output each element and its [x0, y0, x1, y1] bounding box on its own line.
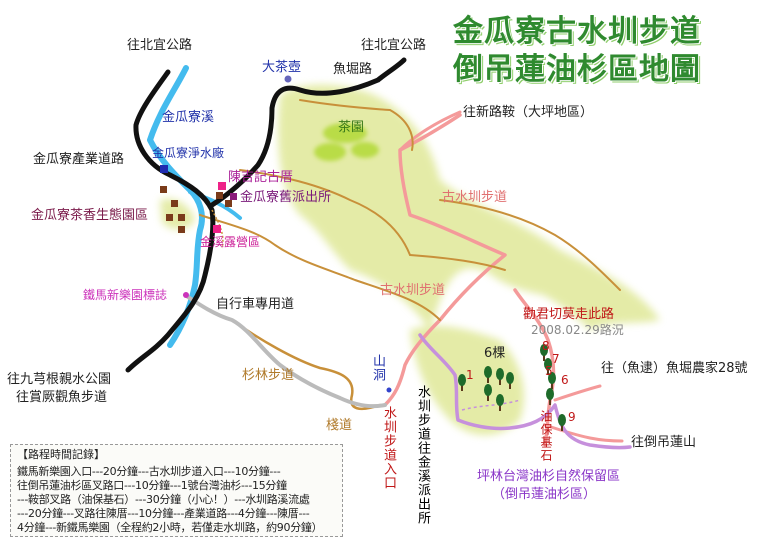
cedar-trail: [230, 318, 382, 411]
da-cha-hu-marker: [284, 75, 292, 83]
label-warning: 勸君切莫走此路: [523, 307, 615, 322]
label-jiu-kong: 往九芎根親水公園: [7, 372, 112, 387]
label-road-right-top: 往北宜公路: [361, 38, 427, 53]
tunnel-marker: [386, 387, 392, 393]
heritage-trail-daodiaolian: [543, 423, 624, 443]
tea-garden-area: [314, 123, 379, 161]
label-reserve-1: 坪林台灣油杉自然保留區: [477, 469, 621, 484]
label-shan-dong: 山洞: [370, 354, 385, 382]
label-tea-garden: 茶園: [338, 120, 365, 135]
label-jin-gua-liao-creek: 金瓜寮溪: [162, 110, 215, 125]
label-camp: 金溪露營區: [200, 235, 261, 249]
eco-park-markers: [160, 186, 232, 233]
route-time-legend: 【路程時間記錄】 鐵馬新樂園入口---20分鐘---古水圳步道入口---10分鐘…: [10, 444, 343, 537]
label-you-bao-stone: 油保基石: [539, 410, 553, 462]
label-cedar-trail: 杉林步道: [242, 368, 295, 383]
label-heritage-trail-1: 古水圳步道: [442, 190, 508, 205]
label-road-left-top: 往北宜公路: [127, 38, 193, 53]
label-to-dao-diao-lian: 往倒吊蓮山: [631, 435, 697, 450]
tree-number-6: 6: [561, 373, 569, 387]
tree-number-7: 7: [552, 352, 560, 366]
label-bike-path: 自行車專用道: [216, 297, 295, 312]
label-shui-zun-entrance: 水圳步道入口: [381, 406, 396, 490]
legend-heading: 【路程時間記錄】: [17, 448, 105, 461]
label-yu-ku-road: 魚堀路: [333, 62, 373, 77]
bike-path-line: [183, 293, 387, 409]
map-title-line1: 金瓜寮古水圳步道: [453, 14, 701, 49]
heritage-trail-east: [513, 288, 556, 447]
legend-line: 4分鐘---新鐵馬樂園（全程約2小時，若僅走水圳路，約90分鐘）: [17, 521, 323, 534]
tree-number-9: 9: [568, 410, 576, 424]
tree-number-8: 8: [542, 339, 550, 353]
label-da-cha-hu: 大茶壺: [262, 60, 302, 75]
label-to-fish-farmer: 往（魚逮）魚堀農家28號: [601, 361, 748, 376]
tree-number-1: 1: [466, 368, 474, 382]
label-chen-house: 陳吉記古厝: [228, 170, 294, 185]
label-shui-zun-to-police: 水圳步道往金溪派出所: [415, 385, 430, 525]
road-to-camp: [211, 209, 224, 249]
river: [147, 65, 205, 348]
camp-marker: [213, 225, 221, 233]
legend-line: 往倒吊蓮油杉區叉路口---10分鐘---1號台灣油杉---15分鐘: [17, 479, 287, 492]
cedar-tree-icons: [458, 344, 566, 431]
tie-ma-sign-marker: [183, 292, 189, 298]
label-warning-date: 2008.02.29路況: [531, 323, 624, 337]
label-jin-gua-industry-road: 金瓜寮產業道路: [33, 152, 125, 167]
label-to-xin-lu-an: 往新路鞍（大坪地區）: [463, 105, 594, 120]
main-road-east: [209, 57, 407, 208]
legend-line: 鐵馬新樂園入口---20分鐘---古水圳步道入口---10分鐘---: [17, 465, 281, 478]
label-water-plant: 金瓜寮淨水廠: [152, 146, 225, 160]
brown-trails: [199, 99, 621, 321]
label-zhan-dao: 棧道: [326, 418, 353, 433]
legend-line: ---20分鐘---叉路往陳厝---10分鐘---產業道路---4分鐘---陳厝…: [17, 507, 310, 520]
reserve-trail: [418, 333, 632, 450]
label-guan-yu: 往賞厥觀魚步道: [16, 390, 108, 405]
label-tie-ma-sign: 鐵馬新樂園標誌: [83, 288, 168, 302]
label-reserve-2: （倒吊蓮油杉區）: [492, 487, 597, 502]
map-title-line2: 倒吊蓮油杉區地圖: [453, 52, 701, 87]
vegetation-area: [160, 84, 660, 435]
chen-house-marker: [218, 182, 226, 190]
label-heritage-trail-2: 古水圳步道: [380, 283, 446, 298]
water-plant-marker: [160, 165, 168, 173]
tree-number-5: 5: [545, 364, 553, 378]
label-old-police: 金瓜寮舊派出所: [240, 190, 332, 205]
heritage-trail-fish: [553, 384, 602, 402]
label-six-trees: 6棵: [484, 346, 506, 361]
old-police-marker: [230, 193, 237, 200]
heritage-trail-to-xinluan: [398, 110, 462, 152]
legend-line: ---鞍部叉路（油保基石）---30分鐘（小心！）---水圳路溪流處: [17, 493, 310, 506]
label-eco-park: 金瓜寮茶香生態園區: [31, 208, 149, 223]
